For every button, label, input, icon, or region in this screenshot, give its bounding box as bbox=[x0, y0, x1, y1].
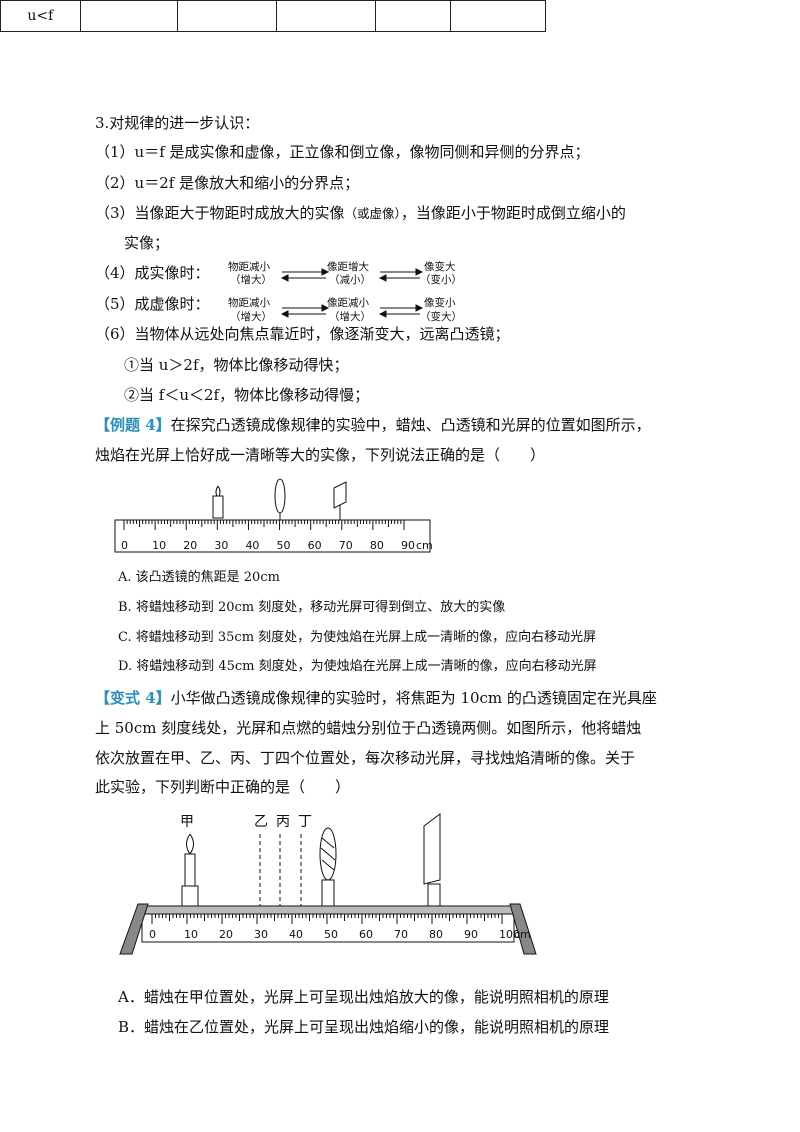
relation-diagram: 物距减小 （增大） 像距增大 （减小） 像变大 （变小） 物距减小 （增大） 像… bbox=[228, 260, 462, 323]
ruler-tick-label: 90 bbox=[464, 928, 478, 941]
ruler-tick-label: 20 bbox=[183, 539, 197, 552]
position-label-ding: 丁 bbox=[298, 814, 312, 830]
ruler-tick-label: 10 bbox=[152, 539, 166, 552]
rule-1: （1）u＝f 是成实像和虚像，正立像和倒立像，像物同侧和异侧的分界点； bbox=[95, 143, 590, 161]
ruler-tick-label: 80 bbox=[370, 539, 384, 552]
real-size: 像变大 bbox=[424, 260, 456, 273]
virt-img2: （增大） bbox=[329, 310, 371, 323]
ruler-tick-label: 40 bbox=[245, 539, 259, 552]
position-label-yi: 乙 bbox=[254, 814, 268, 830]
lens-icon bbox=[319, 827, 337, 909]
ruler-tick-label: 30 bbox=[254, 928, 268, 941]
table-cell bbox=[277, 1, 376, 31]
table-cell bbox=[376, 1, 452, 31]
variant4-q2: 上 50cm 刻度线处，光屏和点燃的蜡烛分别位于凸透镜两侧。如图所示，他将蜡烛 bbox=[95, 719, 642, 737]
example4-option-b: B. 将蜡烛移动到 20cm 刻度处，移动光屏可得到倒立、放大的实像 bbox=[118, 600, 506, 615]
rule-3-note: （或虚像） bbox=[344, 206, 401, 221]
example4-tag: 【例题 4】 bbox=[95, 416, 171, 434]
table-cell bbox=[451, 1, 545, 31]
rule-3: （3）当像距大于物距时成放大的实像（或虚像），当像距小于物距时成倒立缩小的 bbox=[95, 203, 626, 224]
ruler-unit: cm bbox=[416, 539, 433, 552]
table-cell bbox=[81, 1, 179, 31]
ruler-tick-label: 70 bbox=[339, 539, 353, 552]
variant4-q4: 此实验，下列判断中正确的是（ ） bbox=[95, 778, 351, 796]
ruler-tick-label: 0 bbox=[121, 539, 128, 552]
ruler-tick-label: 90 bbox=[401, 539, 415, 552]
table-cell bbox=[178, 1, 277, 31]
ruler-tick-label: 10 bbox=[184, 928, 198, 941]
real-obj: 物距减小 bbox=[228, 260, 270, 273]
ruler-tick-label: 80 bbox=[429, 928, 443, 941]
rule-3-text-b: ，当像距小于物距时成倒立缩小的 bbox=[400, 204, 626, 222]
virt-size: 像变小 bbox=[424, 296, 456, 309]
optical-bench-rail bbox=[141, 905, 515, 915]
ruler-tick-label: 50 bbox=[324, 928, 338, 941]
example4-option-d: D. 将蜡烛移动到 45cm 刻度处，为使烛焰在光屏上成一清晰的像，应向右移动光… bbox=[118, 659, 597, 674]
variant4-option-b: B．蜡烛在乙位置处，光屏上可呈现出烛焰缩小的像，能说明照相机的原理 bbox=[118, 1018, 610, 1036]
ruler-tick-label: 0 bbox=[149, 928, 156, 941]
variant4-tag: 【变式 4】 bbox=[95, 689, 171, 707]
rule-4: （4）成实像时： bbox=[95, 264, 210, 282]
ruler-tick-label: 60 bbox=[308, 539, 322, 552]
rule-6: （6）当物体从远处向焦点靠近时，像逐渐变大，远离凸透镜； bbox=[95, 325, 510, 343]
virt-size2: （变大） bbox=[420, 310, 462, 323]
variant4-option-a: A．蜡烛在甲位置处，光屏上可呈现出烛焰放大的像，能说明照相机的原理 bbox=[118, 988, 609, 1006]
screen-icon bbox=[333, 481, 347, 509]
variant4-q1-text: 小华做凸透镜成像规律的实验时，将焦距为 10cm 的凸透镜固定在光具座 bbox=[170, 689, 657, 707]
ruler-tick-label: 70 bbox=[394, 928, 408, 941]
candle-icon bbox=[212, 485, 224, 519]
virt-obj2: （增大） bbox=[230, 310, 272, 323]
rule-3-text-a: （3）当像距大于物距时成放大的实像 bbox=[95, 204, 345, 222]
example4-option-a: A. 该凸透镜的焦距是 20cm bbox=[118, 570, 280, 585]
position-label-bing: 丙 bbox=[276, 814, 290, 830]
ruler-tick-label: 50 bbox=[277, 539, 291, 552]
example4-q2: 烛焰在光屏上恰好成一清晰等大的实像，下列说法正确的是（ ） bbox=[95, 446, 546, 464]
rule-2: （2）u＝2f 是像放大和缩小的分界点； bbox=[95, 174, 360, 192]
example4-option-c: C. 将蜡烛移动到 35cm 刻度处，为使烛焰在光屏上成一清晰的像，应向右移动光… bbox=[118, 630, 597, 645]
position-label-jia: 甲 bbox=[180, 814, 194, 830]
ruler-tick-label: 40 bbox=[289, 928, 303, 941]
screen-icon bbox=[423, 813, 441, 909]
candle-icon bbox=[181, 833, 199, 909]
ruler-tick-label: 100 bbox=[499, 928, 520, 941]
real-obj2: （增大） bbox=[230, 273, 272, 286]
real-img2: （减小） bbox=[329, 274, 371, 286]
virt-img: 像距减小 bbox=[327, 297, 369, 309]
summary-table-row: u<f bbox=[0, 0, 546, 32]
rule-6b: ②当 f＜u＜2f，物体比像移动得慢； bbox=[124, 386, 370, 404]
ruler-tick-label: 30 bbox=[214, 539, 228, 552]
lens-icon bbox=[274, 478, 286, 514]
table-cell-label: u<f bbox=[1, 1, 81, 31]
example4-q1-text: 在探究凸透镜成像规律的实验中，蜡烛、凸透镜和光屏的位置如图所示， bbox=[170, 416, 651, 434]
section-heading: 3.对规律的进一步认识： bbox=[95, 114, 260, 132]
ruler-unit: cm bbox=[514, 928, 531, 941]
virt-obj: 物距减小 bbox=[228, 296, 270, 309]
ruler bbox=[114, 519, 431, 553]
variant4-q3: 依次放置在甲、乙、丙、丁四个位置处，每次移动光屏，寻找烛焰清晰的像。关于 bbox=[95, 749, 636, 767]
ruler-tick-label: 20 bbox=[219, 928, 233, 941]
real-img: 像距增大 bbox=[327, 260, 369, 273]
rule-3-cont: 实像； bbox=[124, 234, 170, 252]
ruler-tick-label: 60 bbox=[359, 928, 373, 941]
example4-q1: 【例题 4】在探究凸透镜成像规律的实验中，蜡烛、凸透镜和光屏的位置如图所示， bbox=[95, 415, 651, 435]
real-size2: （变小） bbox=[420, 273, 462, 286]
rule-6a: ①当 u＞2f，物体比像移动得快； bbox=[124, 356, 349, 374]
rule-5: （5）成虚像时： bbox=[95, 295, 210, 313]
variant4-q1: 【变式 4】小华做凸透镜成像规律的实验时，将焦距为 10cm 的凸透镜固定在光具… bbox=[95, 688, 657, 708]
